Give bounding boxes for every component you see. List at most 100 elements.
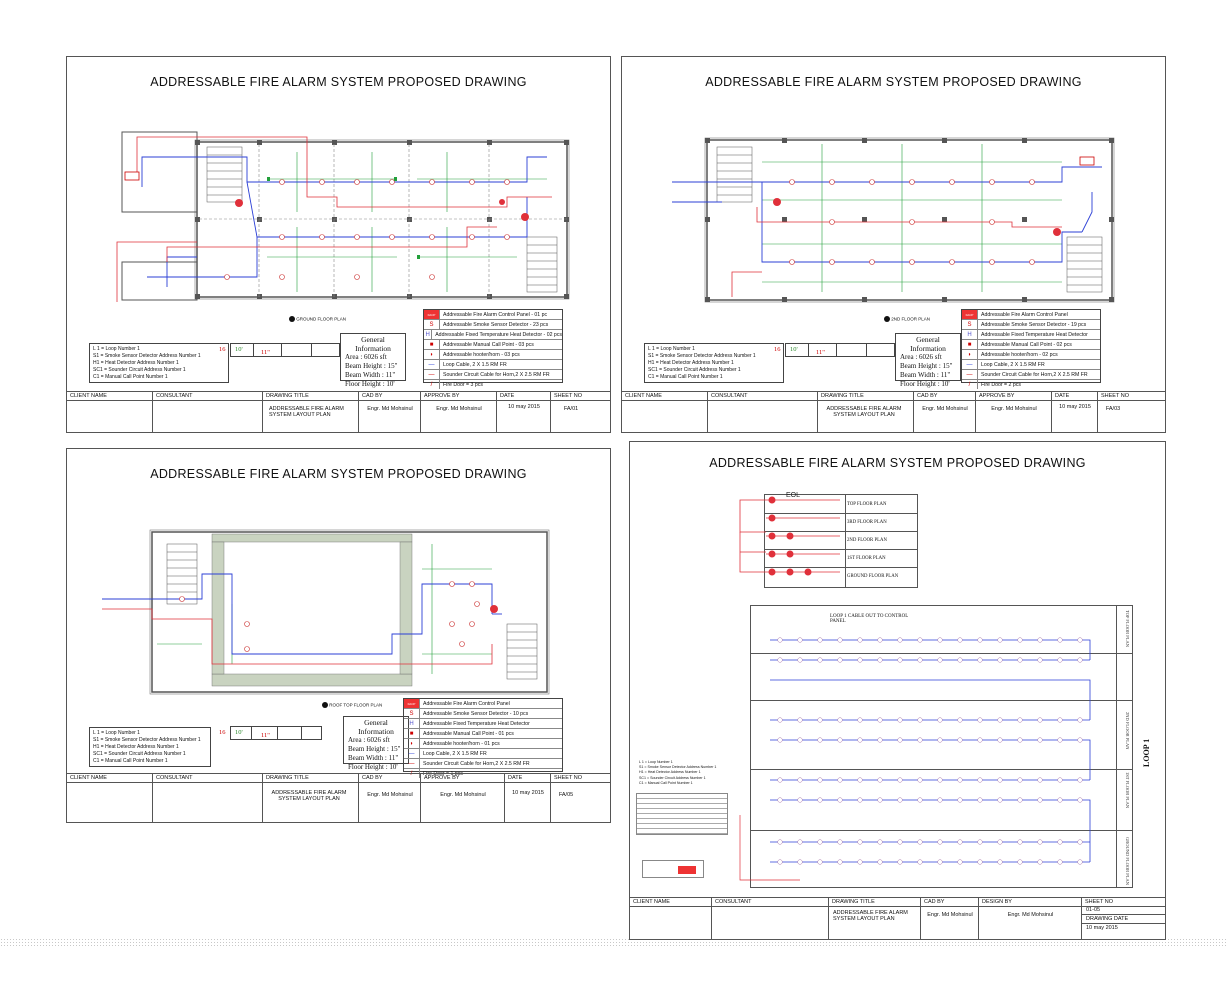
loop-device-marker <box>837 737 843 743</box>
loop-device-marker <box>877 839 883 845</box>
elev-height: 10' <box>235 729 243 736</box>
tb-client-header: CLIENT NAME <box>67 392 153 400</box>
smoke-detector-icon: S <box>424 320 440 329</box>
smoke-detector-icon: S <box>962 320 978 329</box>
tb-sheet-header: SHEET NO <box>1085 899 1114 905</box>
loop-device-marker <box>897 797 903 803</box>
tb-drawing-title: ADDRESSABLE FIRE ALARM SYSTEM LAYOUT PLA… <box>269 406 344 418</box>
loop-device-marker <box>917 637 923 643</box>
loop-device-marker <box>857 717 863 723</box>
symbol-text: Addressable Fixed Temperature Heat Detec… <box>981 331 1088 338</box>
tb-drawing-date-header: DRAWING DATE <box>1086 916 1129 922</box>
tb-client-header: CLIENT NAME <box>622 392 708 400</box>
loop-device-marker <box>997 737 1003 743</box>
loop-device-marker <box>977 859 983 865</box>
drawing-sheet-ground-floor: ADDRESSABLE FIRE ALARM SYSTEM PROPOSED D… <box>66 56 611 433</box>
tb-title-header: DRAWING TITLE <box>263 774 359 782</box>
info-heading: General Information <box>355 335 391 353</box>
loop-device-marker <box>897 717 903 723</box>
symbol-row: ◗Addressable hooter/horn - 03 pcs <box>424 350 562 360</box>
tb-title-header: DRAWING TITLE <box>263 392 359 400</box>
loop-cable-icon: — <box>404 749 420 758</box>
beam-section-elevation: 16 10' 11" <box>774 343 895 357</box>
loop-device-marker <box>817 777 823 783</box>
symbol-text: Addressable hooter/horn - 03 pcs <box>443 351 520 358</box>
tb-cad-by: Engr. Md Mohsinul <box>922 406 968 412</box>
tb-date: 10 may 2015 <box>508 404 540 410</box>
loop-device-marker <box>897 839 903 845</box>
riser-floor-stack <box>764 494 918 588</box>
general-information: General Information Area : 6026 sft Beam… <box>343 716 409 771</box>
tb-approve-by: Engr. Md Mohsinul <box>436 406 482 412</box>
abbreviation-legend: L 1 = Loop Number 1 S1 = Smoke Sensor De… <box>644 343 784 383</box>
symbol-row: —Sounder Circuit Cable for Horn,2 X 2.5 … <box>404 759 562 769</box>
drawing-sheet-riser-diagram: ADDRESSABLE FIRE ALARM SYSTEM PROPOSED D… <box>629 441 1166 940</box>
tb-drawing-title: ADDRESSABLE FIRE ALARM SYSTEM LAYOUT PLA… <box>271 790 347 802</box>
legend-line: L 1 = Loop Number 1 <box>639 760 673 764</box>
loop-device-marker <box>837 859 843 865</box>
call-point-icon: ■ <box>962 340 978 349</box>
sheet-title: ADDRESSABLE FIRE ALARM SYSTEM PROPOSED D… <box>150 75 527 89</box>
loop-device-marker <box>997 777 1003 783</box>
riser-floor-label: 1ST FLOOR PLAN <box>847 555 886 561</box>
loop-device-marker <box>977 737 983 743</box>
symbol-text: Addressable Manual Call Point - 02 pcs <box>981 341 1072 348</box>
info-line: Floor Height : 10' <box>345 380 395 388</box>
symbol-row: —Loop Cable, 2 X 1.5 RM FR <box>962 360 1100 370</box>
loop-device-marker <box>937 737 943 743</box>
symbol-row: ■Addressable Manual Call Point - 01 pcs <box>404 729 562 739</box>
2nd-floor-plan-drawing <box>672 137 1115 303</box>
loop-device-marker <box>817 637 823 643</box>
loop-device-marker <box>797 859 803 865</box>
loop-device-marker <box>797 737 803 743</box>
loop-wiring-diagram <box>739 637 1091 881</box>
ground-floor-plan-drawing <box>116 131 570 302</box>
loop-device-marker <box>1037 797 1043 803</box>
legend-line: C1 = Manual Call Point Number 1 <box>93 374 168 380</box>
loop-floor-label: 2ND FLOOR PLAN <box>1125 712 1130 750</box>
legend-line: S1 = Smoke Sensor Detector Address Numbe… <box>639 765 717 770</box>
loop-device-marker <box>817 859 823 865</box>
loop-device-marker <box>857 839 863 845</box>
loop-device-marker <box>857 797 863 803</box>
loop-device-marker <box>797 717 803 723</box>
eol-label: EOL <box>786 492 801 499</box>
loop-device-marker <box>857 859 863 865</box>
loop-device-marker <box>937 777 943 783</box>
info-heading: General Information <box>910 335 946 353</box>
loop-device-marker <box>1077 657 1083 663</box>
symbol-text: Fire Door = 3 pcs <box>443 381 483 388</box>
loop-device-marker <box>1057 777 1063 783</box>
loop-device-marker <box>917 657 923 663</box>
loop-floor-label: 1ST FLOOR PLAN <box>1125 772 1130 809</box>
loop-device-marker <box>817 717 823 723</box>
loop-device-marker <box>797 657 803 663</box>
sounder-cable-icon: — <box>962 370 978 379</box>
loop-device-marker <box>1017 717 1023 723</box>
tb-cad-by: Engr. Md Mohsinul <box>927 912 973 918</box>
control-panel-icon: FACP <box>404 699 420 708</box>
loop-device-marker <box>977 657 983 663</box>
riser-floor-label: 2ND FLOOR PLAN <box>847 537 887 543</box>
loop-device-marker <box>797 797 803 803</box>
symbol-text: Sounder Circuit Cable for Horn,2 X 2.5 R… <box>423 760 530 767</box>
plan-caption: GROUND FLOOR PLAN <box>289 316 346 322</box>
loop-device-marker <box>957 717 963 723</box>
symbol-text: Addressable Fire Alarm Control Panel - 0… <box>443 311 548 318</box>
elev-width: 11" <box>261 732 270 739</box>
legend-line: H1 = Heat Detector Address Number 1 <box>93 744 179 750</box>
symbol-text: Fire Door = 2 pcs <box>981 381 1021 388</box>
tb-design-by: Engr. Md Mohsinul <box>1007 912 1054 918</box>
loop-device-marker <box>877 777 883 783</box>
info-line: Floor Height : 10' <box>348 763 398 771</box>
elev-height: 10' <box>235 346 243 353</box>
legend-line: SC1 = Sounder Circuit Address Number 1 <box>93 751 186 757</box>
tb-cad-header: CAD BY <box>359 392 421 400</box>
